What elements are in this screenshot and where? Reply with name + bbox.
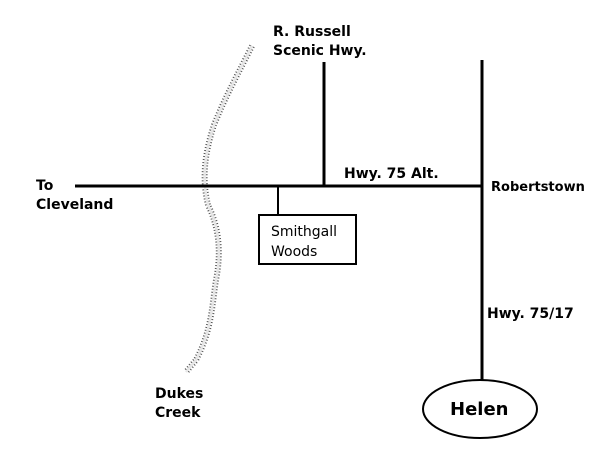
smithgall-label-line1: Smithgall: [271, 224, 337, 240]
helen-label: Helen: [450, 399, 508, 420]
hwy-75-17-label: Hwy. 75/17: [487, 306, 574, 322]
dukes-creek-label-line1: Dukes: [155, 386, 203, 402]
helen-town-marker: [422, 379, 538, 439]
to-cleveland-label-line2: Cleveland: [36, 197, 113, 213]
russell-label-line1: R. Russell: [273, 24, 351, 40]
dukes-creek-label-line2: Creek: [155, 405, 201, 421]
dukes-creek-stream: [183, 44, 255, 374]
hwy-75-alt-label: Hwy. 75 Alt.: [344, 166, 439, 182]
russell-label-line2: Scenic Hwy.: [273, 43, 367, 59]
to-cleveland-label-line1: To: [36, 178, 54, 194]
smithgall-woods-box: [258, 214, 357, 265]
smithgall-label-line2: Woods: [271, 244, 317, 260]
robertstown-label: Robertstown: [491, 180, 585, 195]
